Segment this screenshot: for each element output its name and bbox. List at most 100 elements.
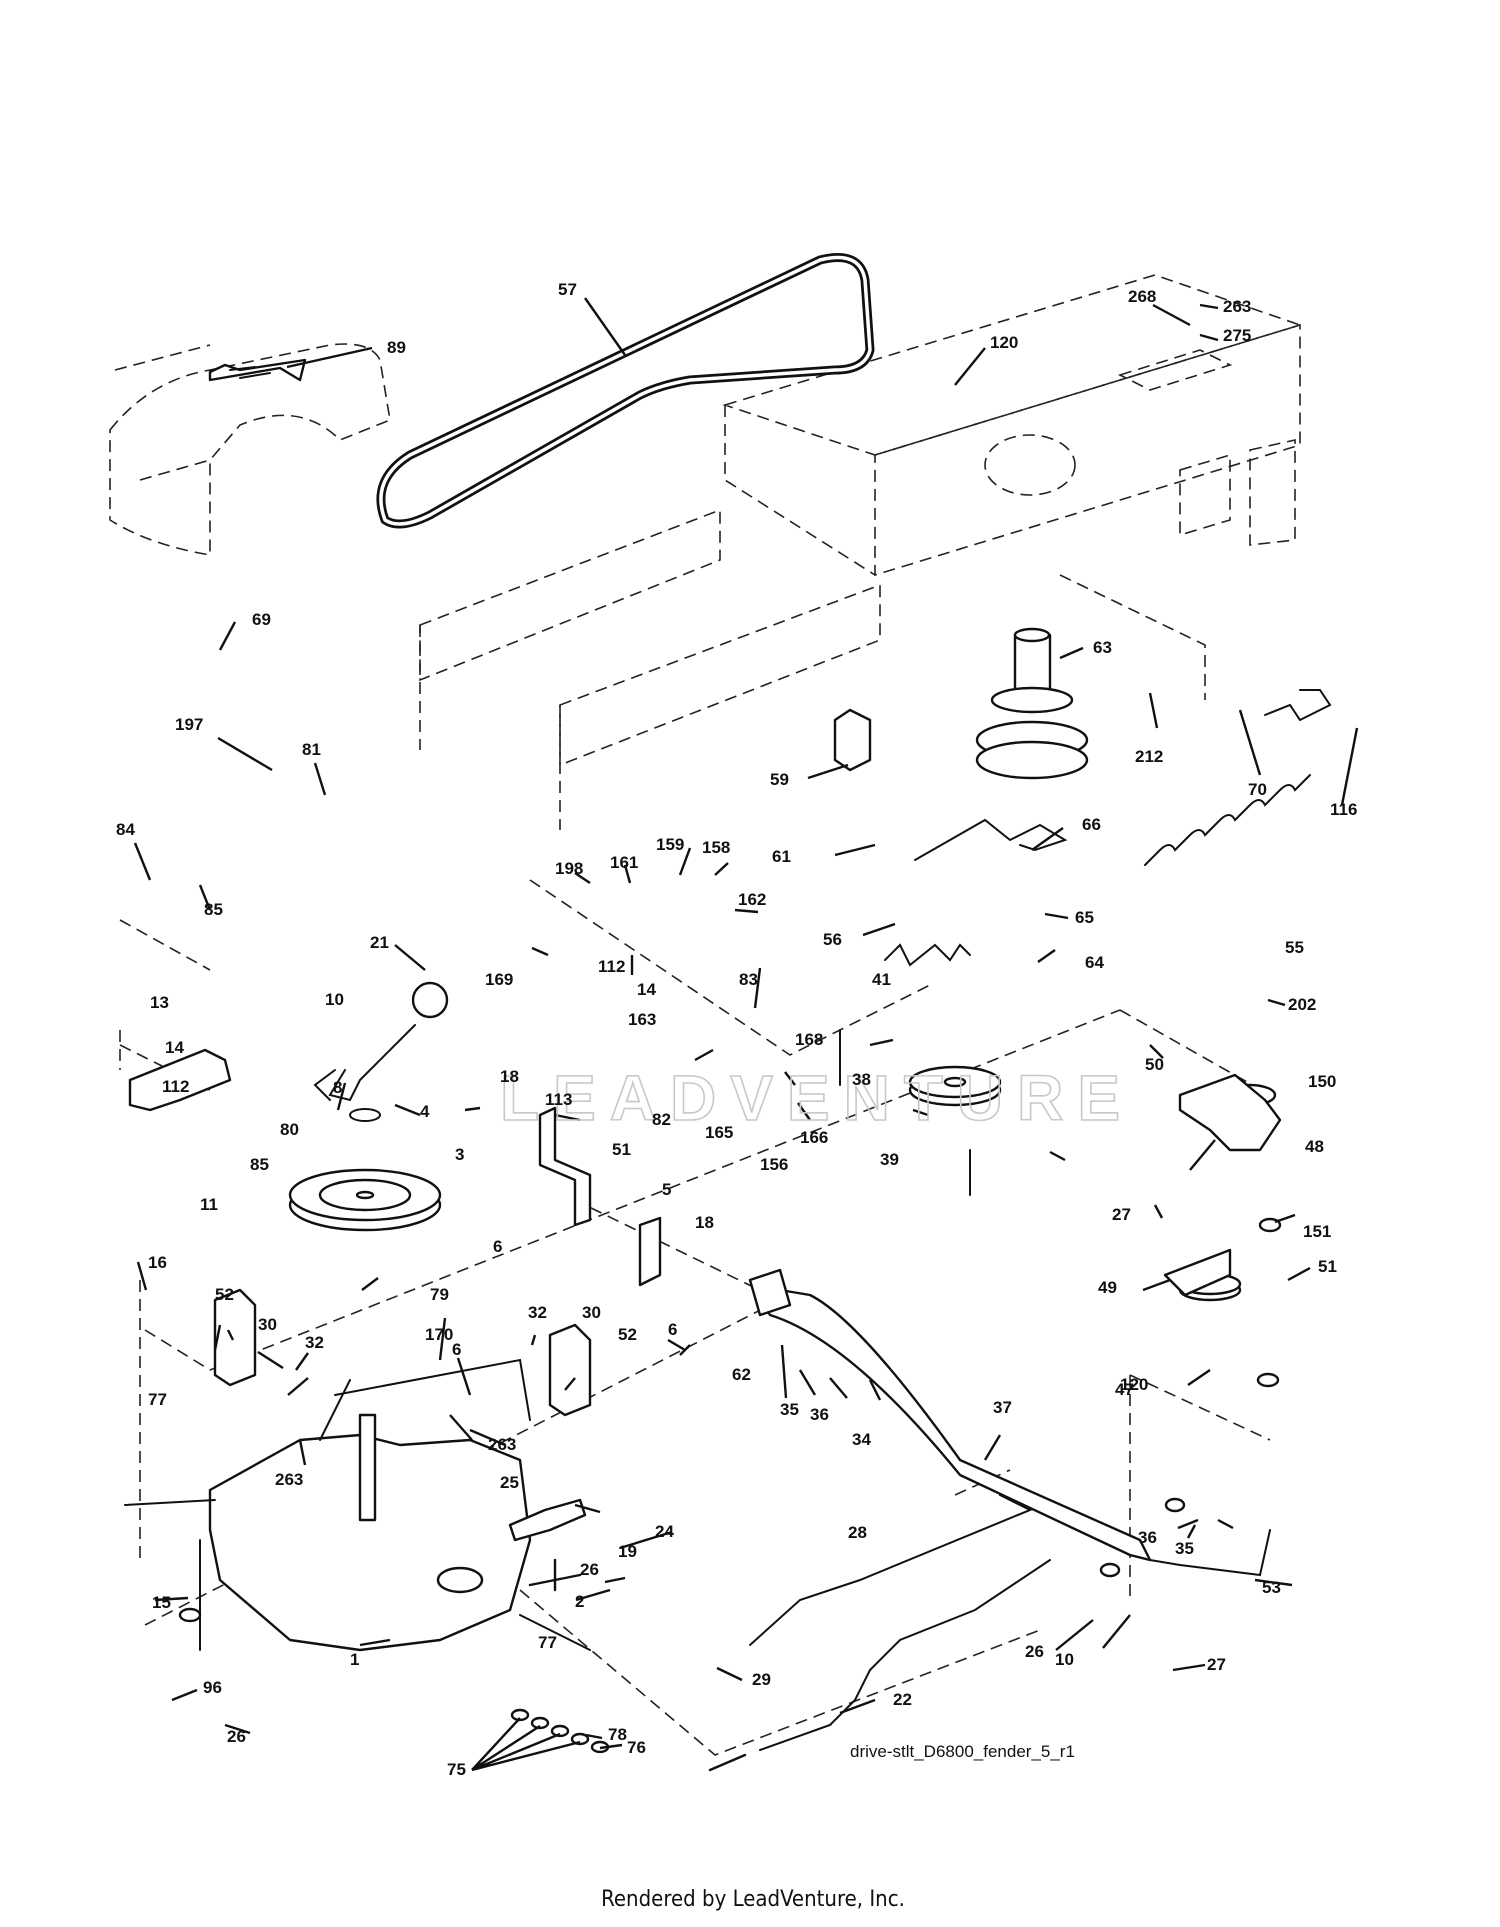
- callout-263: 263: [488, 1435, 516, 1454]
- engine-pulley: [975, 627, 1089, 780]
- callout-25: 25: [500, 1473, 519, 1492]
- brackets: [128, 1048, 1282, 1772]
- callout-51: 51: [612, 1140, 631, 1159]
- callout-268: 268: [1128, 287, 1156, 306]
- callout-13: 13: [150, 993, 169, 1012]
- callout-6: 6: [668, 1320, 677, 1339]
- callout-32: 32: [305, 1333, 324, 1352]
- callout-162: 162: [738, 890, 766, 909]
- callout-52: 52: [215, 1285, 234, 1304]
- callout-30: 30: [258, 1315, 277, 1334]
- callout-5: 5: [662, 1180, 671, 1199]
- callout-120: 120: [990, 333, 1018, 352]
- leader-lines: [133, 297, 1359, 1772]
- linkage-rods: [508, 1268, 1271, 1751]
- callout-170: 170: [425, 1325, 453, 1344]
- callout-263: 263: [1223, 297, 1251, 316]
- callout-29: 29: [752, 1670, 771, 1689]
- callout-14: 14: [165, 1038, 184, 1057]
- callout-34: 34: [852, 1430, 871, 1449]
- callout-35: 35: [780, 1400, 799, 1419]
- callout-52: 52: [618, 1325, 637, 1344]
- callout-59: 59: [770, 770, 789, 789]
- callout-263: 263: [275, 1470, 303, 1489]
- fender-outline: [109, 343, 391, 556]
- callout-51: 51: [1318, 1257, 1337, 1276]
- callout-4: 4: [420, 1102, 430, 1121]
- callout-150: 150: [1308, 1072, 1336, 1091]
- callout-26: 26: [1025, 1642, 1044, 1661]
- callout-8: 8: [333, 1078, 342, 1097]
- callout-56: 56: [823, 930, 842, 949]
- callout-77: 77: [148, 1390, 167, 1409]
- callout-labels: 57 89 268 263 275 120 69 63 212 70 116 1…: [116, 280, 1357, 1779]
- callout-159: 159: [656, 835, 684, 854]
- callout-48: 48: [1305, 1137, 1324, 1156]
- callout-38: 38: [852, 1070, 871, 1089]
- callout-41: 41: [872, 970, 891, 989]
- callout-89: 89: [387, 338, 406, 357]
- callout-64: 64: [1085, 953, 1104, 972]
- callout-36: 36: [810, 1405, 829, 1424]
- callout-26: 26: [227, 1727, 246, 1746]
- callout-197: 197: [175, 715, 203, 734]
- callout-53: 53: [1262, 1578, 1281, 1597]
- callout-22: 22: [893, 1690, 912, 1709]
- callout-96: 96: [203, 1678, 222, 1697]
- callout-83: 83: [739, 970, 758, 989]
- callout-113: 113: [545, 1090, 572, 1109]
- callout-156: 156: [760, 1155, 788, 1174]
- callout-21: 21: [370, 933, 389, 952]
- callout-27: 27: [1207, 1655, 1226, 1674]
- callout-66: 66: [1082, 815, 1101, 834]
- callout-32: 32: [528, 1303, 547, 1322]
- callout-70: 70: [1248, 780, 1267, 799]
- callout-80: 80: [280, 1120, 299, 1139]
- callout-120: 120: [1120, 1375, 1148, 1394]
- callout-161: 161: [610, 853, 638, 872]
- callout-37: 37: [993, 1398, 1012, 1417]
- callout-61: 61: [772, 847, 791, 866]
- callout-168: 168: [795, 1030, 823, 1049]
- callout-16: 16: [148, 1253, 167, 1272]
- idler-spring: [1144, 774, 1311, 866]
- callout-82: 82: [652, 1110, 671, 1129]
- callout-79: 79: [430, 1285, 449, 1304]
- callout-2: 2: [575, 1592, 584, 1611]
- callout-77: 77: [538, 1633, 557, 1652]
- callout-84: 84: [116, 820, 135, 839]
- drive-belt: [376, 253, 875, 529]
- transaxle-pulley: [288, 1108, 442, 1232]
- callout-15: 15: [152, 1593, 171, 1612]
- callout-14: 14: [637, 980, 656, 999]
- callout-11: 11: [200, 1195, 218, 1214]
- callout-10: 10: [325, 990, 344, 1009]
- callout-212: 212: [1135, 747, 1163, 766]
- callout-85: 85: [250, 1155, 269, 1174]
- callout-75: 75: [447, 1760, 466, 1779]
- callout-47: 47: [1115, 1380, 1134, 1399]
- callout-112: 112: [598, 957, 625, 976]
- callout-39: 39: [880, 1150, 899, 1169]
- callout-163: 163: [628, 1010, 656, 1029]
- callout-78: 78: [608, 1725, 627, 1744]
- callout-63: 63: [1093, 638, 1112, 657]
- callout-202: 202: [1288, 995, 1316, 1014]
- chassis-frame: [419, 274, 1303, 830]
- callout-18: 18: [695, 1213, 714, 1232]
- callout-69: 69: [252, 610, 271, 629]
- callout-85: 85: [204, 900, 223, 919]
- callout-27: 27: [1112, 1205, 1131, 1224]
- fender-bracket: [208, 358, 307, 382]
- callout-10: 10: [1055, 1650, 1074, 1669]
- callout-81: 81: [302, 740, 321, 759]
- drawing-id: drive-stlt_D6800_fender_5_r1: [850, 1742, 1075, 1761]
- callout-1: 1: [350, 1650, 359, 1669]
- callout-26: 26: [580, 1560, 599, 1579]
- callout-57: 57: [558, 280, 577, 299]
- callout-169: 169: [485, 970, 513, 989]
- shift-lever: [313, 981, 449, 1102]
- callout-76: 76: [627, 1738, 646, 1757]
- transaxle: [124, 1358, 591, 1652]
- footer-credit: Rendered by LeadVenture, Inc.: [601, 1887, 905, 1912]
